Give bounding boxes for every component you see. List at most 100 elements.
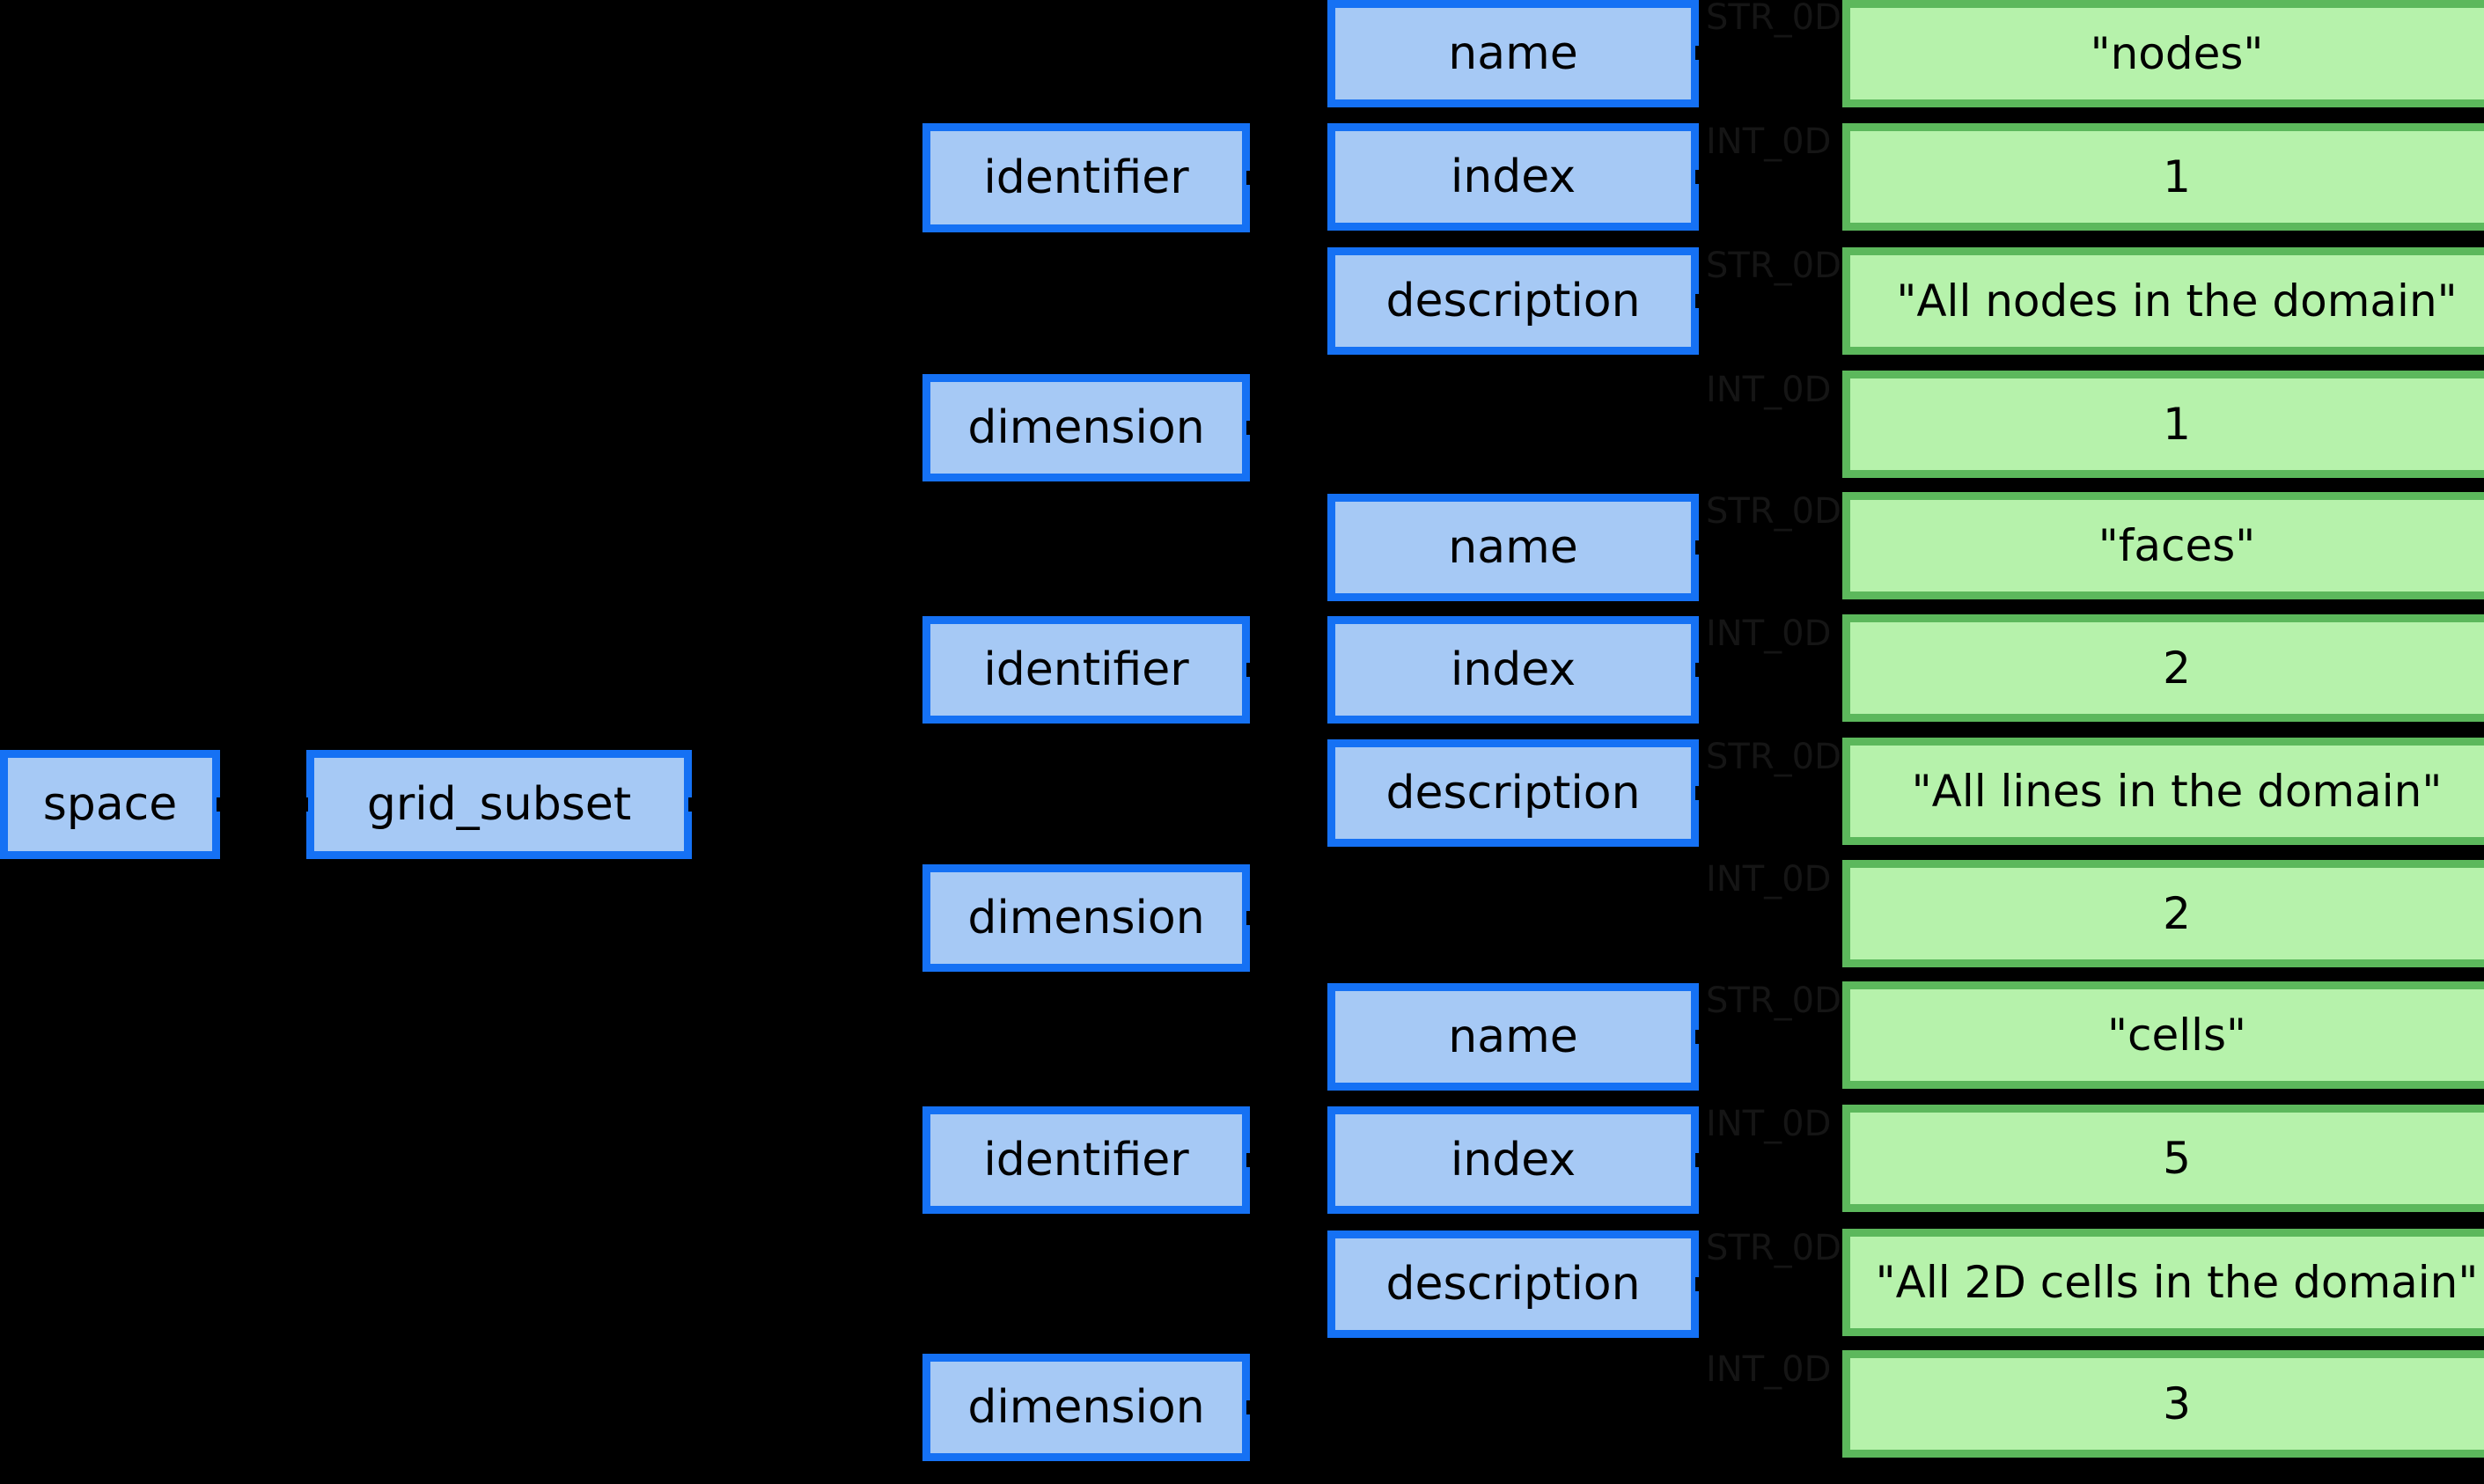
node-value-index-1-text: 1 bbox=[2163, 151, 2191, 202]
edge-stub-identifier-2-left bbox=[910, 663, 922, 677]
node-value-index-3-text: 5 bbox=[2163, 1132, 2191, 1184]
edge-label-index-2-type: INT_0D bbox=[1706, 613, 1832, 654]
node-dimension-2[interactable]: dimension bbox=[922, 864, 1250, 972]
edge-stub-description-3-left bbox=[1315, 1277, 1327, 1291]
node-grid-subset-label: grid_subset bbox=[366, 777, 632, 831]
node-value-dimension-2[interactable]: 2 bbox=[1842, 860, 2484, 967]
edge-stub-name-1-left bbox=[1315, 46, 1327, 60]
node-field-name-2[interactable]: name bbox=[1327, 494, 1699, 601]
node-identifier-1-label: identifier bbox=[983, 151, 1189, 204]
edge-stub-description-1-right bbox=[1695, 294, 1708, 308]
node-dimension-1[interactable]: dimension bbox=[922, 374, 1250, 481]
node-field-name-1-label: name bbox=[1448, 26, 1578, 80]
edge-stub-index-2-left bbox=[1315, 663, 1327, 677]
edge-stub-dimension-1-right bbox=[1246, 421, 1259, 435]
node-identifier-2-label: identifier bbox=[983, 643, 1189, 696]
edge-stub-index-1-left bbox=[1315, 170, 1327, 184]
edge-stub-description-2-right bbox=[1695, 786, 1708, 800]
node-dimension-2-label: dimension bbox=[967, 891, 1205, 944]
node-value-name-2[interactable]: "faces" bbox=[1842, 492, 2484, 599]
node-field-description-2-label: description bbox=[1385, 766, 1641, 819]
node-field-description-1[interactable]: description bbox=[1327, 247, 1699, 355]
node-value-dimension-3-text: 3 bbox=[2163, 1377, 2191, 1429]
edge-label-name-1-type: STR_0D bbox=[1706, 0, 1841, 38]
edge-stub-identifier-3-right bbox=[1246, 1153, 1259, 1167]
node-identifier-3[interactable]: identifier bbox=[922, 1106, 1250, 1214]
edge-stub-identifier-3-left bbox=[910, 1153, 922, 1167]
node-value-name-2-text: "faces" bbox=[2098, 519, 2256, 571]
edge-stub-dimension-1-left bbox=[910, 421, 922, 435]
node-value-name-1-text: "nodes" bbox=[2090, 27, 2264, 79]
edge-label-dimension-3-type: INT_0D bbox=[1706, 1349, 1832, 1390]
edge-stub-grid-subset-left bbox=[294, 797, 308, 812]
node-value-description-3-text: "All 2D cells in the domain" bbox=[1875, 1256, 2479, 1308]
node-field-description-1-label: description bbox=[1385, 274, 1641, 327]
node-value-index-1[interactable]: 1 bbox=[1842, 123, 2484, 231]
edge-label-description-3-type: STR_0D bbox=[1706, 1228, 1841, 1268]
edge-stub-identifier-1-left bbox=[910, 171, 922, 185]
node-dimension-1-label: dimension bbox=[967, 400, 1205, 454]
node-value-index-3[interactable]: 5 bbox=[1842, 1105, 2484, 1212]
edge-stub-identifier-1-right bbox=[1246, 171, 1259, 185]
node-value-description-1-text: "All nodes in the domain" bbox=[1896, 275, 2458, 327]
edge-label-description-1-type: STR_0D bbox=[1706, 246, 1841, 286]
node-field-index-1-label: index bbox=[1450, 150, 1576, 203]
node-field-index-2-label: index bbox=[1450, 643, 1576, 696]
edge-label-name-3-type: STR_0D bbox=[1706, 981, 1841, 1021]
node-value-dimension-1-text: 1 bbox=[2163, 398, 2191, 450]
edge-stub-grid-subset-right bbox=[688, 797, 702, 812]
node-identifier-3-label: identifier bbox=[983, 1133, 1189, 1186]
node-field-description-3-label: description bbox=[1385, 1257, 1641, 1311]
edge-stub-description-3-right bbox=[1695, 1277, 1708, 1291]
node-value-dimension-3[interactable]: 3 bbox=[1842, 1350, 2484, 1458]
edge-label-description-2-type: STR_0D bbox=[1706, 737, 1841, 777]
node-dimension-3-label: dimension bbox=[967, 1380, 1205, 1434]
node-field-name-3-label: name bbox=[1448, 1010, 1578, 1063]
node-value-dimension-1[interactable]: 1 bbox=[1842, 371, 2484, 478]
edge-stub-name-3-right bbox=[1695, 1030, 1708, 1044]
node-value-description-2[interactable]: "All lines in the domain" bbox=[1842, 738, 2484, 845]
edge-stub-index-1-right bbox=[1695, 170, 1708, 184]
edge-stub-name-1-right bbox=[1695, 46, 1708, 60]
edge-stub-dimension-3-left bbox=[910, 1400, 922, 1414]
edge-stub-name-3-left bbox=[1315, 1030, 1327, 1044]
node-field-name-3[interactable]: name bbox=[1327, 983, 1699, 1091]
node-value-description-1[interactable]: "All nodes in the domain" bbox=[1842, 247, 2484, 355]
node-value-description-2-text: "All lines in the domain" bbox=[1911, 765, 2443, 817]
edge-stub-index-2-right bbox=[1695, 663, 1708, 677]
node-field-name-2-label: name bbox=[1448, 520, 1578, 574]
edge-label-index-1-type: INT_0D bbox=[1706, 121, 1832, 162]
node-identifier-2[interactable]: identifier bbox=[922, 616, 1250, 724]
edge-stub-dimension-3-right bbox=[1246, 1400, 1259, 1414]
node-field-index-1[interactable]: index bbox=[1327, 123, 1699, 231]
node-space[interactable]: space bbox=[0, 750, 220, 859]
edge-stub-description-1-left bbox=[1315, 294, 1327, 308]
node-value-index-2[interactable]: 2 bbox=[1842, 614, 2484, 722]
node-value-name-3-text: "cells" bbox=[2106, 1009, 2247, 1061]
node-field-name-1[interactable]: name bbox=[1327, 0, 1699, 107]
node-field-index-3[interactable]: index bbox=[1327, 1106, 1699, 1214]
edge-label-dimension-2-type: INT_0D bbox=[1706, 859, 1832, 900]
node-value-name-1[interactable]: "nodes" bbox=[1842, 0, 2484, 107]
node-value-index-2-text: 2 bbox=[2163, 642, 2191, 694]
edge-label-index-3-type: INT_0D bbox=[1706, 1104, 1832, 1144]
edge-label-name-2-type: STR_0D bbox=[1706, 491, 1841, 532]
node-field-index-3-label: index bbox=[1450, 1133, 1576, 1186]
edge-stub-description-2-left bbox=[1315, 786, 1327, 800]
edge-stub-dimension-2-left bbox=[910, 911, 922, 925]
node-dimension-3[interactable]: dimension bbox=[922, 1354, 1250, 1461]
node-value-description-3[interactable]: "All 2D cells in the domain" bbox=[1842, 1229, 2484, 1336]
node-space-label: space bbox=[42, 777, 178, 831]
edge-stub-name-2-right bbox=[1695, 540, 1708, 555]
edge-stub-identifier-2-right bbox=[1246, 663, 1259, 677]
node-field-index-2[interactable]: index bbox=[1327, 616, 1699, 724]
node-grid-subset[interactable]: grid_subset bbox=[306, 750, 692, 859]
node-value-name-3[interactable]: "cells" bbox=[1842, 981, 2484, 1089]
node-field-description-2[interactable]: description bbox=[1327, 739, 1699, 847]
edge-stub-name-2-left bbox=[1315, 540, 1327, 555]
edge-stub-space-right bbox=[217, 797, 231, 812]
node-field-description-3[interactable]: description bbox=[1327, 1231, 1699, 1338]
node-identifier-1[interactable]: identifier bbox=[922, 123, 1250, 232]
edge-stub-dimension-2-right bbox=[1246, 911, 1259, 925]
